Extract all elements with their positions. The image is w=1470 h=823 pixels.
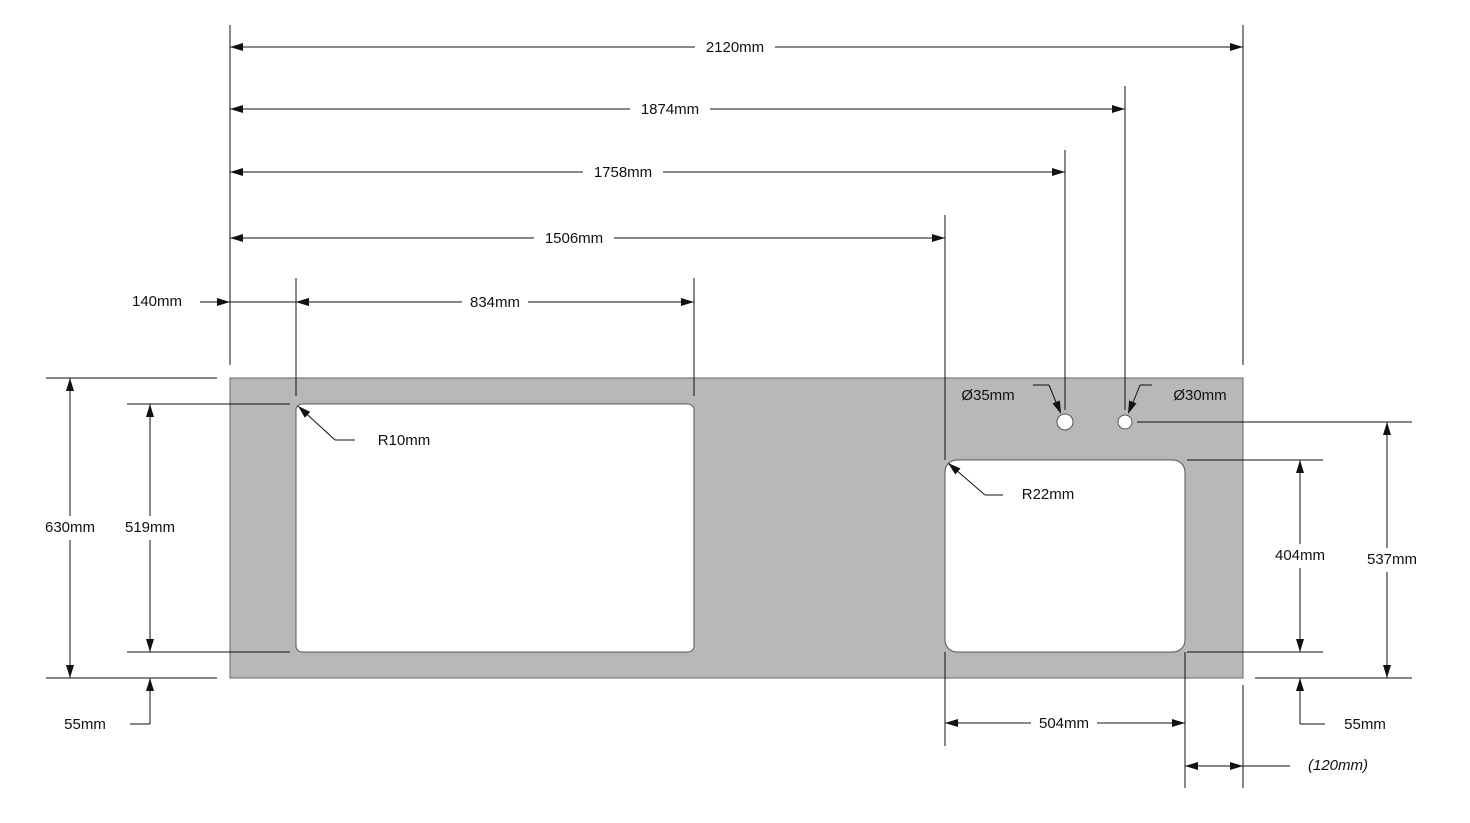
dimension-label-overall-depth: 630mm <box>45 519 95 536</box>
dimension-label-hole-to-front: 537mm <box>1367 551 1417 568</box>
dimension-label-sink-1-width: 834mm <box>470 294 520 311</box>
arrowhead <box>230 105 243 113</box>
arrowhead <box>1128 400 1137 414</box>
arrowhead <box>681 298 694 306</box>
arrowhead <box>217 298 230 306</box>
dimension-label-sink-2-radius: R22mm <box>1022 486 1075 503</box>
arrowhead <box>146 404 154 417</box>
arrowhead <box>66 378 74 391</box>
sink-cutout-2 <box>944 459 1186 653</box>
arrowhead <box>296 298 309 306</box>
dimension-label-to-hole-35: 1758mm <box>594 164 652 181</box>
arrowhead <box>230 168 243 176</box>
arrowhead <box>1052 168 1065 176</box>
arrowhead <box>1185 762 1198 770</box>
arrowhead <box>230 43 243 51</box>
dimension-label-sink-2-front-margin: 55mm <box>1344 716 1386 733</box>
tap-hole-35 <box>1056 413 1074 431</box>
dimension-label-overall-length: 2120mm <box>706 39 764 56</box>
dimension-label-sink-1-depth: 519mm <box>125 519 175 536</box>
dimension-label-left-margin: 140mm <box>132 293 182 310</box>
arrowhead <box>1296 678 1304 691</box>
arrowhead <box>1230 762 1243 770</box>
arrowhead <box>1383 422 1391 435</box>
arrowhead <box>932 234 945 242</box>
arrowhead <box>1296 460 1304 473</box>
dimension-label-right-margin: (120mm) <box>1308 757 1368 774</box>
arrowhead <box>1383 665 1391 678</box>
dimension-label-to-hole-30: 1874mm <box>641 101 699 118</box>
arrowhead <box>945 719 958 727</box>
arrowhead <box>1296 639 1304 652</box>
arrowhead <box>146 639 154 652</box>
dimension-label-sink-2-depth: 404mm <box>1275 547 1325 564</box>
arrowhead <box>948 463 961 475</box>
arrowhead <box>66 665 74 678</box>
arrowhead <box>1230 43 1243 51</box>
dimension-label-sink-1-front-margin: 55mm <box>64 716 106 733</box>
dimension-label-hole-35: Ø35mm <box>961 387 1014 404</box>
arrowhead <box>298 406 311 418</box>
dimension-label-sink-1-radius: R10mm <box>378 432 431 449</box>
dimension-label-hole-30: Ø30mm <box>1173 387 1226 404</box>
tap-hole-30 <box>1117 414 1133 430</box>
dimension-label-sink-2-width: 504mm <box>1039 715 1089 732</box>
dimension-label-to-sink-2: 1506mm <box>545 230 603 247</box>
arrowhead <box>1052 400 1061 414</box>
arrowhead <box>1172 719 1185 727</box>
arrowhead <box>146 678 154 691</box>
arrowhead <box>230 234 243 242</box>
sink-cutout-1 <box>295 403 695 653</box>
arrowhead <box>1112 105 1125 113</box>
